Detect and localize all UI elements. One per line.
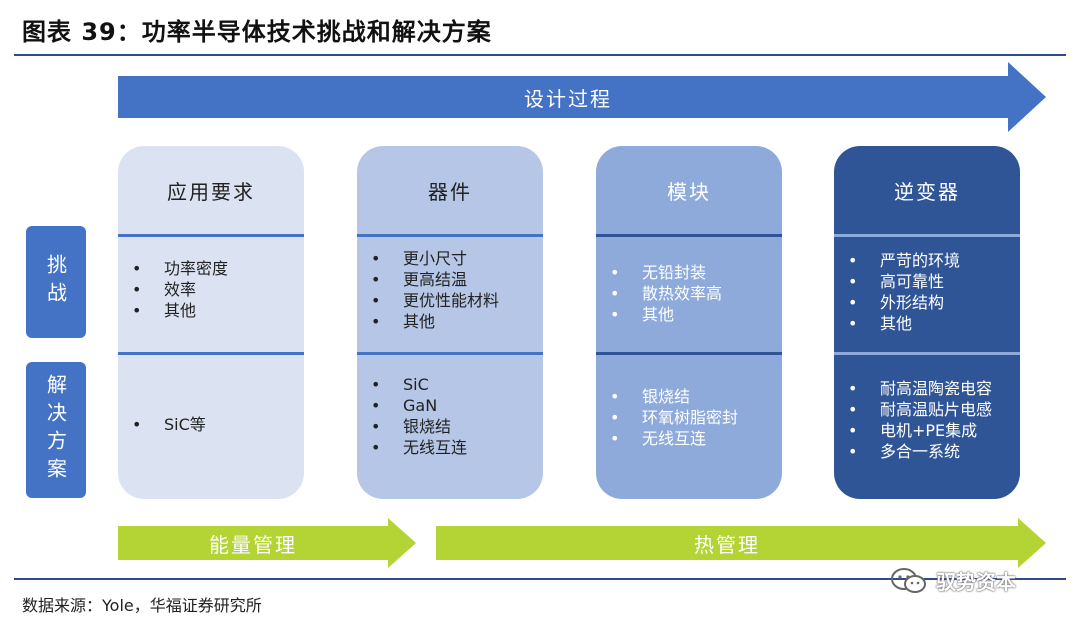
list-item: 更小尺寸 — [371, 248, 543, 269]
challenge-side-text: 挑战 — [43, 254, 68, 310]
list-item: 高可靠性 — [848, 271, 1020, 292]
list-item: 其他 — [848, 313, 1020, 334]
list-item: 无铅封装 — [610, 262, 782, 283]
list-item: 效率 — [132, 279, 304, 300]
list-item: 耐高温贴片电感 — [848, 399, 1020, 420]
bottom-divider — [14, 578, 1066, 580]
stage-device: 器件 更小尺寸 更高结温 更优性能材料 其他 SiC GaN 银烧结 无线互连 — [357, 146, 543, 499]
list-item: 其他 — [610, 304, 782, 325]
page-title: 图表 39：功率半导体技术挑战和解决方案 — [22, 18, 492, 46]
list-item: GaN — [371, 395, 543, 416]
stage-divider — [357, 352, 543, 355]
energy-management-label: 能量管理 — [209, 532, 297, 557]
thermal-management-label: 热管理 — [694, 532, 760, 557]
list-item: 外形结构 — [848, 292, 1020, 313]
challenge-list: 无铅封装 散热效率高 其他 — [596, 262, 782, 325]
source-note: 数据来源：Yole，华福证券研究所 — [22, 596, 262, 615]
stage-divider — [357, 234, 543, 237]
list-item: 散热效率高 — [610, 283, 782, 304]
list-item: 功率密度 — [132, 258, 304, 279]
top-divider — [14, 54, 1066, 56]
stage-module: 模块 无铅封装 散热效率高 其他 银烧结 环氧树脂密封 无线互连 — [596, 146, 782, 499]
list-item: 其他 — [132, 300, 304, 321]
challenge-list: 严苛的环境 高可靠性 外形结构 其他 — [834, 250, 1020, 334]
stage-header: 模块 — [667, 179, 711, 204]
list-item: 银烧结 — [610, 386, 782, 407]
solution-list: 银烧结 环氧树脂密封 无线互连 — [596, 386, 782, 449]
list-item: 其他 — [371, 311, 543, 332]
stage-header: 应用要求 — [167, 179, 255, 204]
stage-divider — [118, 234, 304, 237]
wechat-icon — [891, 567, 926, 593]
list-item: 无线互连 — [371, 437, 543, 458]
stage-divider — [834, 352, 1020, 355]
thermal-management-arrow-shape — [436, 518, 1046, 568]
stage-divider — [118, 352, 304, 355]
solution-list: 耐高温陶瓷电容 耐高温贴片电感 电机+PE集成 多合一系统 — [834, 378, 1020, 462]
thermal-management-arrow — [436, 518, 1046, 568]
list-item: 更高结温 — [371, 269, 543, 290]
list-item: 多合一系统 — [848, 441, 1020, 462]
list-item: 耐高温陶瓷电容 — [848, 378, 1020, 399]
stage-inverter: 逆变器 严苛的环境 高可靠性 外形结构 其他 耐高温陶瓷电容 耐高温贴片电感 电… — [834, 146, 1020, 499]
list-item: SiC — [371, 374, 543, 395]
list-item: 银烧结 — [371, 416, 543, 437]
design-process-arrow — [118, 62, 1046, 132]
list-item: 更优性能材料 — [371, 290, 543, 311]
energy-management-arrow-shape — [118, 518, 416, 568]
challenge-side-label: 挑战 — [26, 226, 86, 338]
stage-header: 逆变器 — [894, 179, 960, 204]
challenge-list: 功率密度 效率 其他 — [118, 258, 304, 321]
challenge-list: 更小尺寸 更高结温 更优性能材料 其他 — [357, 248, 543, 332]
stage-divider — [834, 234, 1020, 237]
stage-application-requirements: 应用要求 功率密度 效率 其他 SiC等 — [118, 146, 304, 499]
design-process-label: 设计过程 — [524, 86, 612, 111]
list-item: 电机+PE集成 — [848, 420, 1020, 441]
watermark: 驭势资本 — [890, 566, 1016, 595]
stage-divider — [596, 234, 782, 237]
solution-side-label: 解决方案 — [26, 362, 86, 498]
list-item: 无线互连 — [610, 428, 782, 449]
energy-management-arrow — [118, 518, 416, 568]
solution-list: SiC GaN 银烧结 无线互连 — [357, 374, 543, 458]
solution-side-text: 解决方案 — [43, 374, 68, 486]
list-item: 严苛的环境 — [848, 250, 1020, 271]
list-item: SiC等 — [132, 414, 304, 435]
solution-list: SiC等 — [118, 414, 304, 435]
watermark-text: 驭势资本 — [936, 570, 1016, 594]
stage-divider — [596, 352, 782, 355]
design-process-arrow-shape — [118, 62, 1046, 132]
stage-header: 器件 — [428, 179, 472, 204]
list-item: 环氧树脂密封 — [610, 407, 782, 428]
